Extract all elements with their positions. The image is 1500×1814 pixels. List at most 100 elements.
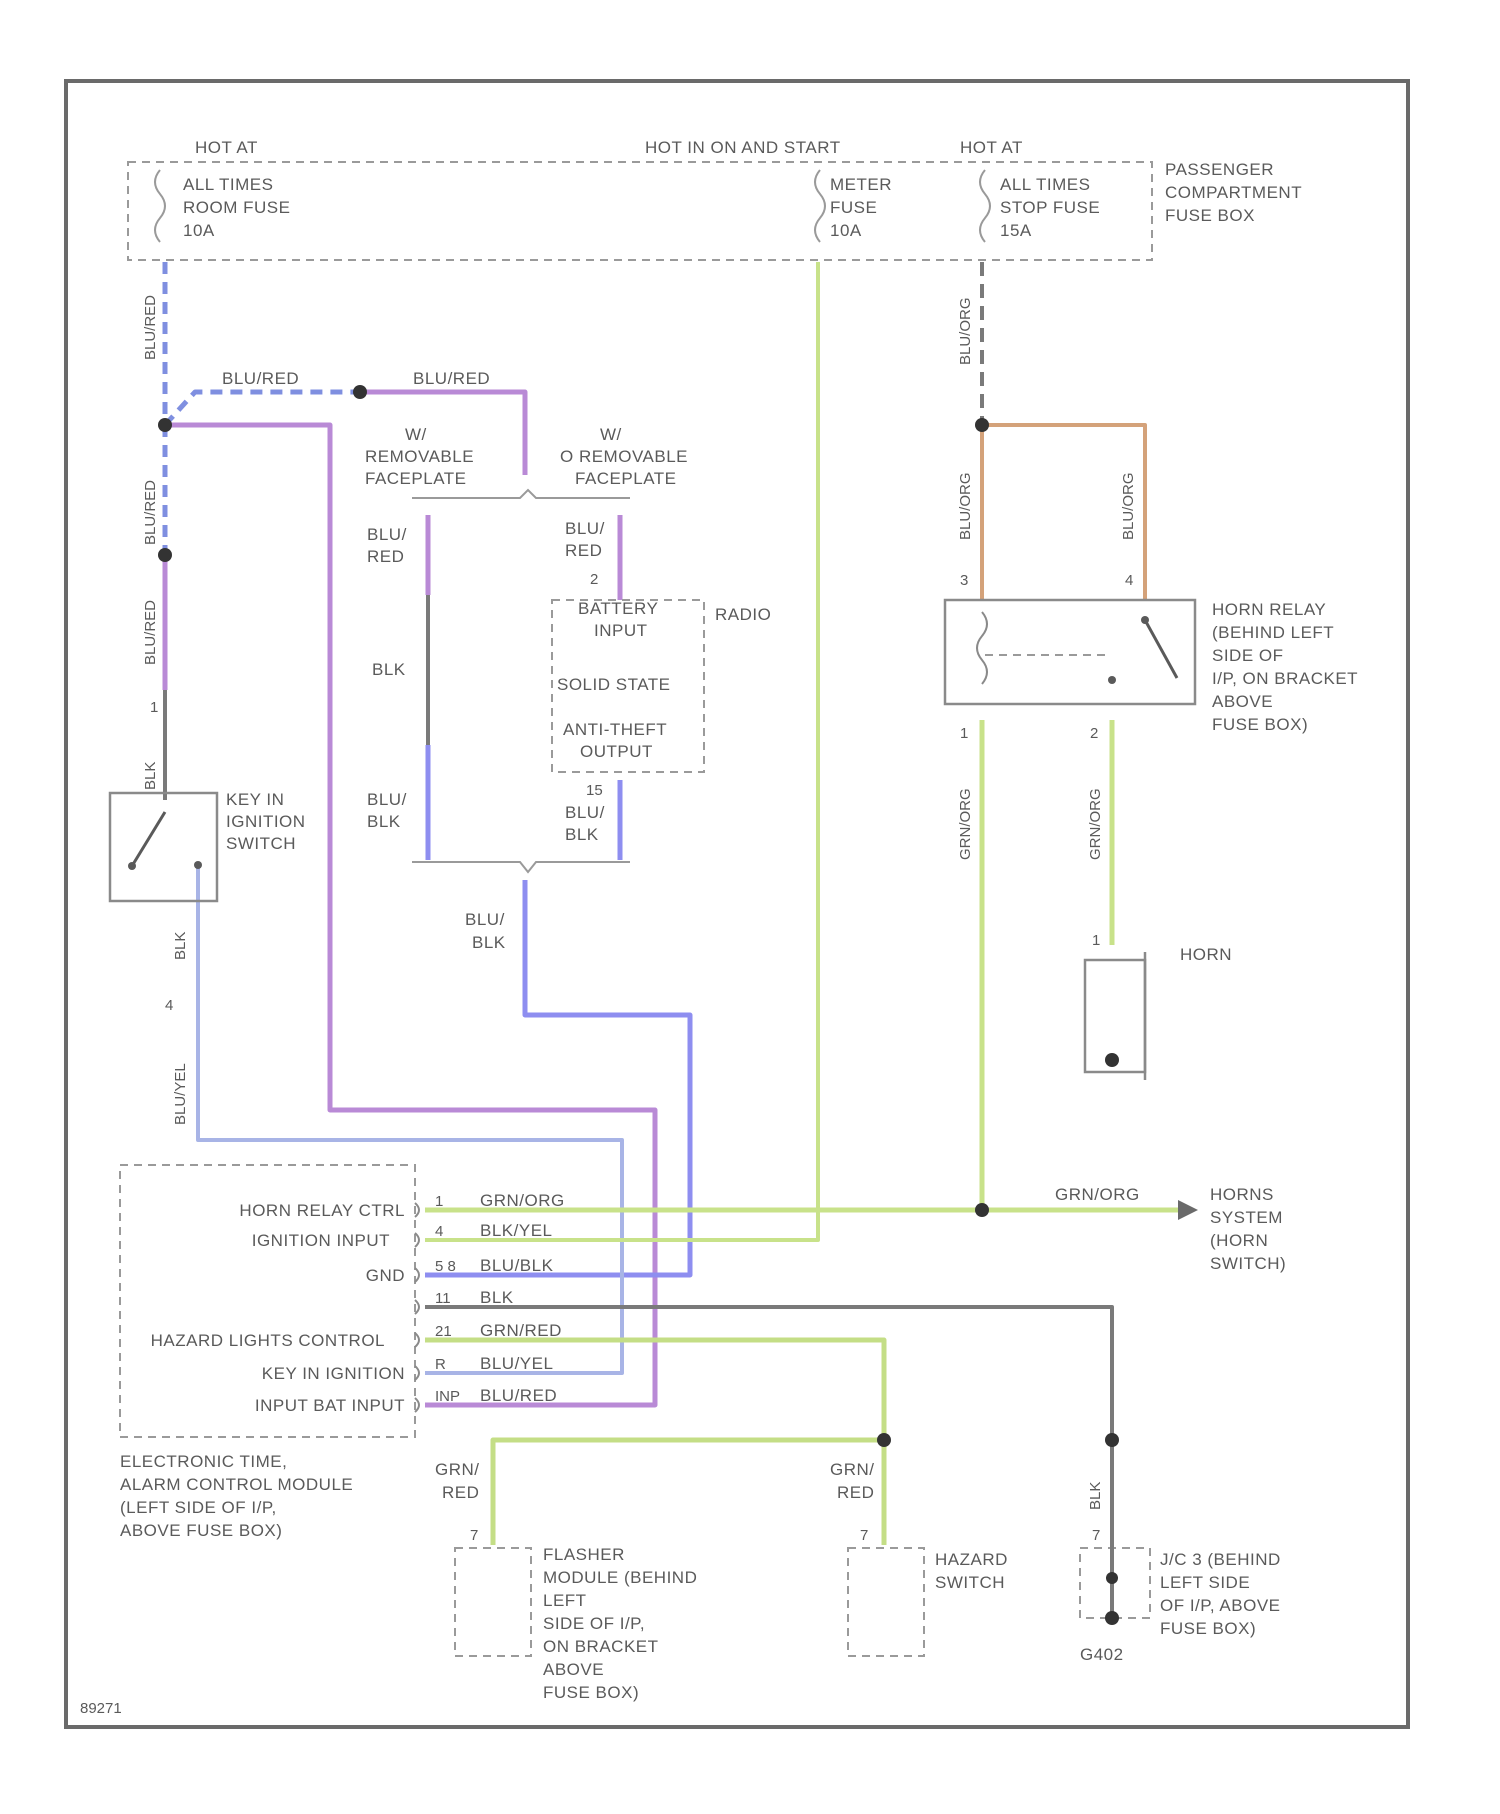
- horn-relay-label-4: I/P, ON BRACKET: [1212, 669, 1358, 688]
- horns-system: HORNS SYSTEM (HORN SWITCH): [1210, 1185, 1286, 1273]
- horn-relay-label-1: HORN RELAY: [1212, 600, 1326, 619]
- radio-blu-red-left-1: BLU/: [367, 525, 407, 544]
- flasher-label-3: LEFT: [543, 1591, 587, 1610]
- hazard-pin: 7: [860, 1527, 868, 1544]
- radio-blu-blk-right-2: BLK: [565, 825, 599, 844]
- radio-label: RADIO: [715, 605, 771, 624]
- module-input-wire: GRN/RED: [480, 1321, 562, 1340]
- fuse-box-label-3: FUSE BOX: [1165, 206, 1255, 225]
- radio-blu-red-left-2: RED: [367, 547, 404, 566]
- module-input-wire: BLK: [480, 1288, 514, 1307]
- wire-label-blu-org-1: BLU/ORG: [957, 297, 974, 365]
- wire-label-blk-3: BLK: [1087, 1482, 1104, 1510]
- radio-blk: BLK: [372, 660, 406, 679]
- wire-label-blk-1: BLK: [142, 762, 159, 790]
- radio-blu-blk-left-2: BLK: [367, 812, 401, 831]
- w-removable-line-1: W/: [405, 425, 427, 444]
- fuse-box: HOT AT HOT IN ON AND START HOT AT ALL TI…: [128, 138, 1302, 260]
- wire-label-blu-red-b: BLU/RED: [142, 600, 159, 665]
- key-switch-pin-1: 1: [150, 699, 158, 716]
- module-input-name: HORN RELAY CTRL: [239, 1201, 405, 1220]
- flasher-label-6: ABOVE: [543, 1660, 604, 1679]
- horn-relay-label-5: ABOVE: [1212, 692, 1273, 711]
- horn-relay-pin-1: 1: [960, 725, 968, 742]
- hazard-label-1: HAZARD: [935, 1550, 1008, 1569]
- ground-label: G402: [1080, 1645, 1124, 1664]
- flasher-label-1: FLASHER: [543, 1545, 625, 1564]
- hot-at-label-2: HOT AT: [960, 138, 1023, 157]
- module-input-name: KEY IN IGNITION: [262, 1364, 405, 1383]
- wire-label-blu-red-a: BLU/RED: [142, 480, 159, 545]
- module-label-1: ELECTRONIC TIME,: [120, 1452, 287, 1471]
- flasher-module: GRN/ RED 7 FLASHER MODULE (BEHIND LEFT S…: [435, 1460, 697, 1702]
- figure-id: 89271: [80, 1700, 122, 1717]
- horns-system-label-4: SWITCH): [1210, 1254, 1286, 1273]
- wire-label-blu-red-c: BLU/RED: [222, 369, 299, 388]
- horn-pin-1: 1: [1092, 932, 1100, 949]
- meter-fuse-line-2: FUSE: [830, 198, 877, 217]
- jc-label-4: FUSE BOX): [1160, 1619, 1256, 1638]
- module-input-wire: BLU/YEL: [480, 1354, 553, 1373]
- horn-relay-label-2: (BEHIND LEFT: [1212, 623, 1334, 642]
- module-input-wire: BLK/YEL: [480, 1221, 553, 1240]
- horn: 1 HORN: [1085, 932, 1232, 1080]
- module-input-name: GND: [366, 1266, 405, 1285]
- module-label-2: ALARM CONTROL MODULE: [120, 1475, 353, 1494]
- horns-system-label-1: HORNS: [1210, 1185, 1274, 1204]
- fuse-box-label-1: PASSENGER: [1165, 160, 1274, 179]
- key-switch-label-1: KEY IN: [226, 790, 284, 809]
- horn-relay-pin-2: 2: [1090, 725, 1098, 742]
- module-input-pin: R: [435, 1356, 446, 1373]
- module-input-name: INPUT BAT INPUT: [255, 1396, 405, 1415]
- horn-relay-label-6: FUSE BOX): [1212, 715, 1308, 734]
- horn-relay: 3 4 1 2 HORN RELAY (BEHIND LEFT SIDE OF …: [945, 572, 1358, 742]
- wire-label-blu-red-d: BLU/RED: [413, 369, 490, 388]
- radio-blu-blk-bottom-2: BLK: [472, 933, 506, 952]
- module-input-pin: INP: [435, 1388, 460, 1405]
- module-input-pin: 5 8: [435, 1258, 456, 1275]
- battery-input-line-2: INPUT: [594, 621, 648, 640]
- radio-pin-2: 2: [590, 571, 598, 588]
- horn-relay-pin-4: 4: [1125, 572, 1133, 589]
- key-switch-pin-4: 4: [165, 997, 173, 1014]
- stop-fuse-line-1: ALL TIMES: [1000, 175, 1090, 194]
- module-label-4: ABOVE FUSE BOX): [120, 1521, 282, 1540]
- stop-fuse-line-2: STOP FUSE: [1000, 198, 1100, 217]
- hazard-wire-1: GRN/: [830, 1460, 875, 1479]
- wire-label-blu-yel: BLU/YEL: [172, 1063, 189, 1125]
- meter-fuse-line-3: 10A: [830, 221, 862, 240]
- module-input-pin: 11: [435, 1290, 451, 1307]
- jc-label-1: J/C 3 (BEHIND: [1160, 1550, 1281, 1569]
- hot-in-on-start-label: HOT IN ON AND START: [645, 138, 841, 157]
- w-removable-line-2: REMOVABLE: [365, 447, 474, 466]
- wo-removable-line-1: W/: [600, 425, 622, 444]
- module-input-wire: GRN/ORG: [480, 1191, 565, 1210]
- key-in-ignition-switch: 1 4 KEY IN IGNITION SWITCH: [110, 699, 306, 1014]
- anti-theft-line-1: ANTI-THEFT: [563, 720, 667, 739]
- junction-connector: 7 J/C 3 (BEHIND LEFT SIDE OF I/P, ABOVE …: [1080, 1527, 1281, 1664]
- flasher-label-2: MODULE (BEHIND: [543, 1568, 697, 1587]
- radio-blu-blk-left-1: BLU/: [367, 790, 407, 809]
- radio-blu-blk-right-1: BLU/: [565, 803, 605, 822]
- horns-system-label-3: (HORN: [1210, 1231, 1268, 1250]
- meter-fuse-line-1: METER: [830, 175, 892, 194]
- module-input-wire: BLU/RED: [480, 1386, 557, 1405]
- flasher-label-4: SIDE OF I/P,: [543, 1614, 645, 1633]
- horns-system-label-2: SYSTEM: [1210, 1208, 1283, 1227]
- radio: W/ REMOVABLE FACEPLATE W/ O REMOVABLE FA…: [365, 425, 771, 952]
- hazard-label-2: SWITCH: [935, 1573, 1005, 1592]
- jc-pin: 7: [1092, 1527, 1100, 1544]
- jc-label-3: OF I/P, ABOVE: [1160, 1596, 1281, 1615]
- wire-label-blu-org-2: BLU/ORG: [957, 472, 974, 540]
- hazard-wire-2: RED: [837, 1483, 874, 1502]
- horn-relay-pin-3: 3: [960, 572, 968, 589]
- flasher-label-5: ON BRACKET: [543, 1637, 659, 1656]
- module-input-pin: 4: [435, 1223, 443, 1240]
- radio-blu-blk-bottom-1: BLU/: [465, 910, 505, 929]
- module-input-pin: 1: [435, 1193, 443, 1210]
- flasher-wire-2: RED: [442, 1483, 479, 1502]
- anti-theft-line-2: OUTPUT: [580, 742, 653, 761]
- radio-pin-15: 15: [586, 782, 603, 799]
